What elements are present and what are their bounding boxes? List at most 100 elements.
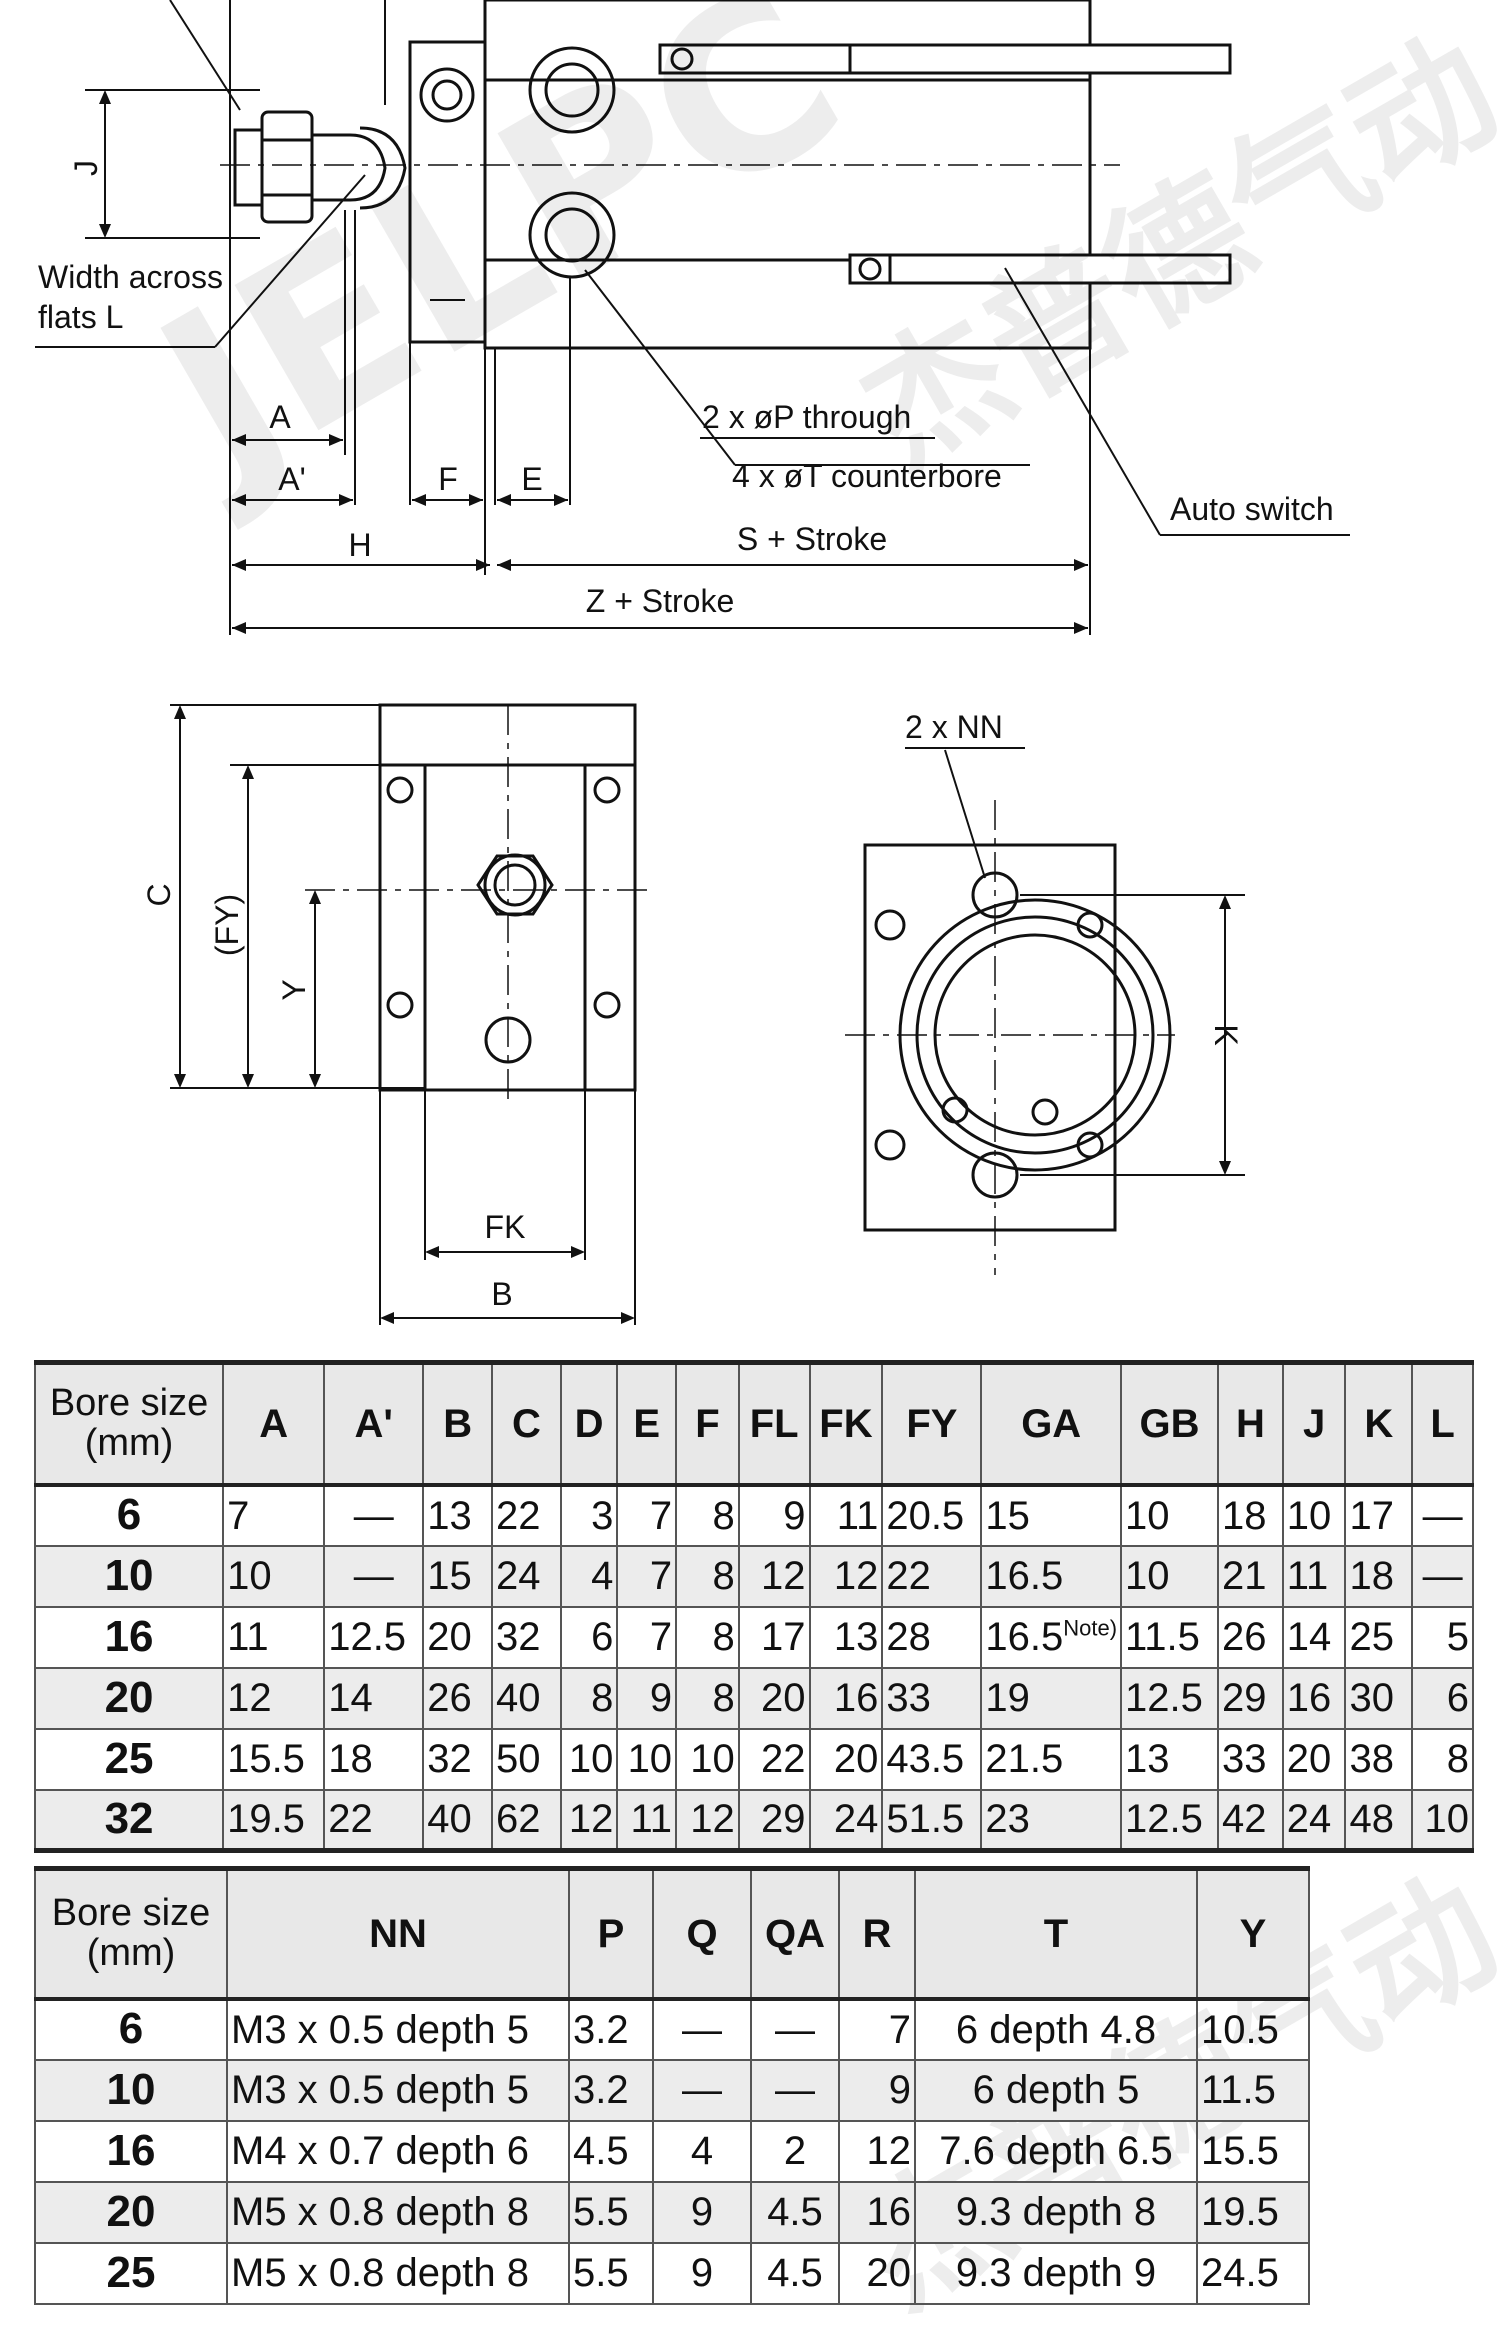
- cell: 24: [1281, 1788, 1347, 1852]
- cell: 11.5: [1119, 1605, 1220, 1669]
- cell: 16.5: [980, 1544, 1122, 1608]
- cell: —: [1411, 1544, 1474, 1608]
- cell: 4.5: [750, 2241, 840, 2305]
- cell: 38: [1344, 1727, 1414, 1791]
- cell: 12: [675, 1788, 740, 1852]
- label-e: E: [521, 461, 542, 497]
- cell: 20: [1281, 1727, 1347, 1791]
- cell: 32: [422, 1727, 494, 1791]
- header-ga: GA: [980, 1361, 1122, 1486]
- table-row: 10 M3 x 0.5 depth 5 3.2 — — 9 6 depth 5 …: [34, 2058, 1310, 2122]
- cell: 17: [1344, 1482, 1414, 1547]
- header-qa: QA: [750, 1867, 840, 2000]
- cell: 8: [675, 1666, 740, 1730]
- cell: 29: [737, 1788, 811, 1852]
- cell: 19.5: [1196, 2180, 1310, 2244]
- cell: 20: [33, 1666, 225, 1730]
- cell: 8: [559, 1666, 619, 1730]
- cell: 14: [1281, 1605, 1347, 1669]
- header-gb: GB: [1119, 1361, 1220, 1486]
- cell: —: [323, 1482, 425, 1547]
- cell: 33: [881, 1666, 983, 1730]
- cell: 33: [1217, 1727, 1284, 1791]
- cell: 10: [559, 1727, 619, 1791]
- cell: 15: [980, 1482, 1122, 1547]
- header-label: Bore size (mm): [51, 1891, 211, 1974]
- cell: 21: [1217, 1544, 1284, 1608]
- cell: 16: [838, 2180, 916, 2244]
- table-row: 20 M5 x 0.8 depth 8 5.5 9 4.5 16 9.3 dep…: [34, 2180, 1310, 2244]
- cell: 4.5: [568, 2119, 654, 2183]
- cell: 10: [616, 1727, 678, 1791]
- cell: 9: [652, 2180, 752, 2244]
- note-marker: Note): [1063, 1615, 1118, 1641]
- cell: 24: [491, 1544, 562, 1608]
- cell: 40: [491, 1666, 562, 1730]
- header-label: Bore size (mm): [49, 1381, 209, 1464]
- cell: 3.2: [568, 2058, 654, 2122]
- label-b: B: [491, 1276, 512, 1312]
- label-c: C: [141, 883, 177, 906]
- cell: 43.5: [881, 1727, 983, 1791]
- cell: M5 x 0.8 depth 8: [226, 2180, 570, 2244]
- header-y: Y: [1196, 1867, 1310, 2000]
- cell: 42: [1217, 1788, 1284, 1852]
- cell: 15.5: [1196, 2119, 1310, 2183]
- cell: 18: [1217, 1482, 1284, 1547]
- header-d: D: [559, 1361, 619, 1486]
- table-header-row: Bore size (mm) NN P Q QA R T Y: [34, 1867, 1310, 2000]
- header-h: H: [1217, 1361, 1284, 1486]
- header-fl: FL: [737, 1361, 811, 1486]
- cell: 7: [222, 1482, 326, 1547]
- cell: 6 depth 4.8: [914, 1996, 1198, 2061]
- cell: 4: [559, 1544, 619, 1608]
- cell: 20: [838, 2241, 916, 2305]
- header-e: E: [616, 1361, 678, 1486]
- cell: 9: [737, 1482, 811, 1547]
- header-c: C: [491, 1361, 562, 1486]
- label-fy: (FY): [209, 894, 245, 956]
- cell: 18: [323, 1727, 425, 1791]
- header-r: R: [838, 1867, 916, 2000]
- table-row: 10 10 — 15 24 4 7 8 12 12 22 16.5 10 21 …: [33, 1544, 1474, 1608]
- cell: 5.5: [568, 2180, 654, 2244]
- cell: —: [750, 1996, 840, 2061]
- label-z-stroke: Z + Stroke: [586, 583, 735, 619]
- cell: 24.5: [1196, 2241, 1310, 2305]
- cell: 48: [1344, 1788, 1414, 1852]
- header-l: L: [1411, 1361, 1474, 1486]
- table-row: 16 M4 x 0.7 depth 6 4.5 4 2 12 7.6 depth…: [34, 2119, 1310, 2183]
- cell: 10: [1119, 1544, 1220, 1608]
- cell: 26: [422, 1666, 494, 1730]
- table-row: 25 15.5 18 32 50 10 10 10 22 20 43.5 21.…: [33, 1727, 1474, 1791]
- cell: 29: [1217, 1666, 1284, 1730]
- cell: M3 x 0.5 depth 5: [226, 2058, 570, 2122]
- cell: 22: [491, 1482, 562, 1547]
- dimension-table-1: Bore size (mm) A A' B C D E F FL FK FY G…: [33, 1360, 1474, 1853]
- cell: 28: [881, 1605, 983, 1669]
- technical-drawing: J Width across flats L A A' F E H 2 x øP…: [35, 0, 1350, 1325]
- cell: 26: [1217, 1605, 1284, 1669]
- cell: 10: [675, 1727, 740, 1791]
- label-j: J: [68, 160, 104, 176]
- cell: 12.5: [1119, 1666, 1220, 1730]
- cell: 22: [737, 1727, 811, 1791]
- header-a-prime: A': [323, 1361, 425, 1486]
- cell: 11.5: [1196, 2058, 1310, 2122]
- cell: M5 x 0.8 depth 8: [226, 2241, 570, 2305]
- header-b: B: [422, 1361, 494, 1486]
- cell: 16: [33, 1605, 225, 1669]
- cell: 51.5: [881, 1788, 983, 1852]
- label-h: H: [348, 527, 371, 563]
- cell: 2: [750, 2119, 840, 2183]
- cell: 12: [559, 1788, 619, 1852]
- cell: 6 depth 5: [914, 2058, 1198, 2122]
- header-p: P: [568, 1867, 654, 2000]
- header-fy: FY: [881, 1361, 983, 1486]
- label-t-counterbore: 4 x øT counterbore: [732, 458, 1002, 494]
- label-a: A: [269, 399, 291, 435]
- cell: 17: [737, 1605, 811, 1669]
- cell: 12: [838, 2119, 916, 2183]
- label-fk: FK: [485, 1209, 526, 1245]
- cell: 10: [33, 1544, 225, 1608]
